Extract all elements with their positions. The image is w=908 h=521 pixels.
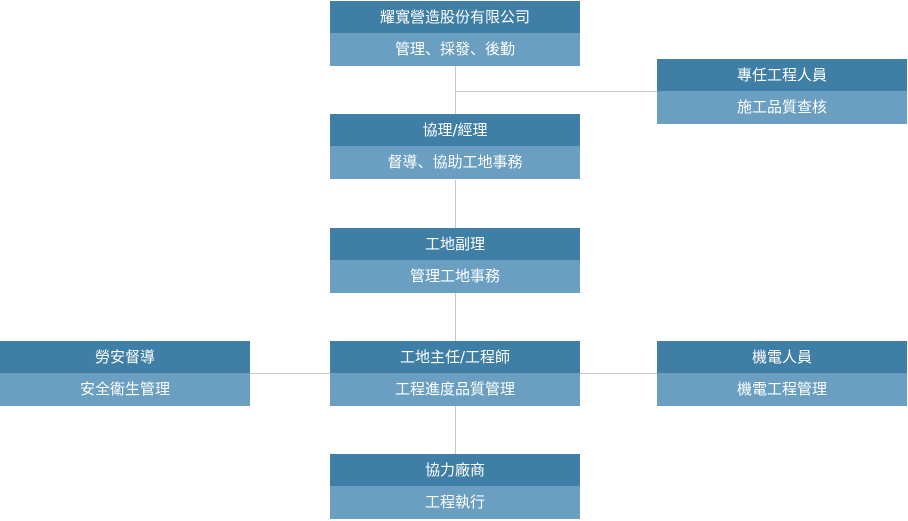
node-engineer: 專任工程人員 施工品質查核: [657, 59, 907, 124]
node-deputy: 工地副理 管理工地事務: [330, 228, 580, 293]
node-title: 機電人員: [657, 341, 907, 373]
connector-deputy-director: [455, 293, 456, 341]
node-title: 專任工程人員: [657, 59, 907, 91]
node-title: 勞安督導: [0, 341, 250, 373]
node-subtitle: 管理工地事務: [330, 260, 580, 293]
node-subtitle: 施工品質查核: [657, 91, 907, 124]
node-title: 工地副理: [330, 228, 580, 260]
connector-engineer-branch: [455, 91, 657, 92]
node-subtitle: 安全衛生管理: [0, 373, 250, 406]
node-title: 工地主任/工程師: [330, 341, 580, 373]
node-manager: 協理/經理 督導、協助工地事務: [330, 114, 580, 179]
connector-director-contractor: [455, 406, 456, 454]
node-subtitle: 工程進度品質管理: [330, 373, 580, 406]
node-subtitle: 管理、採發、後勤: [330, 33, 580, 66]
node-safety: 勞安督導 安全衛生管理: [0, 341, 250, 406]
node-company: 耀寬營造股份有限公司 管理、採發、後勤: [330, 1, 580, 66]
connector-company-manager: [455, 66, 456, 114]
node-title: 耀寬營造股份有限公司: [330, 1, 580, 33]
node-subtitle: 督導、協助工地事務: [330, 146, 580, 179]
node-title: 協力廠商: [330, 454, 580, 486]
node-electrical: 機電人員 機電工程管理: [657, 341, 907, 406]
node-subtitle: 工程執行: [330, 486, 580, 519]
connector-electrical-branch: [580, 373, 657, 374]
connector-manager-deputy: [455, 180, 456, 228]
connector-safety-branch: [250, 373, 330, 374]
node-title: 協理/經理: [330, 114, 580, 146]
node-site-director: 工地主任/工程師 工程進度品質管理: [330, 341, 580, 406]
node-contractor: 協力廠商 工程執行: [330, 454, 580, 519]
node-subtitle: 機電工程管理: [657, 373, 907, 406]
